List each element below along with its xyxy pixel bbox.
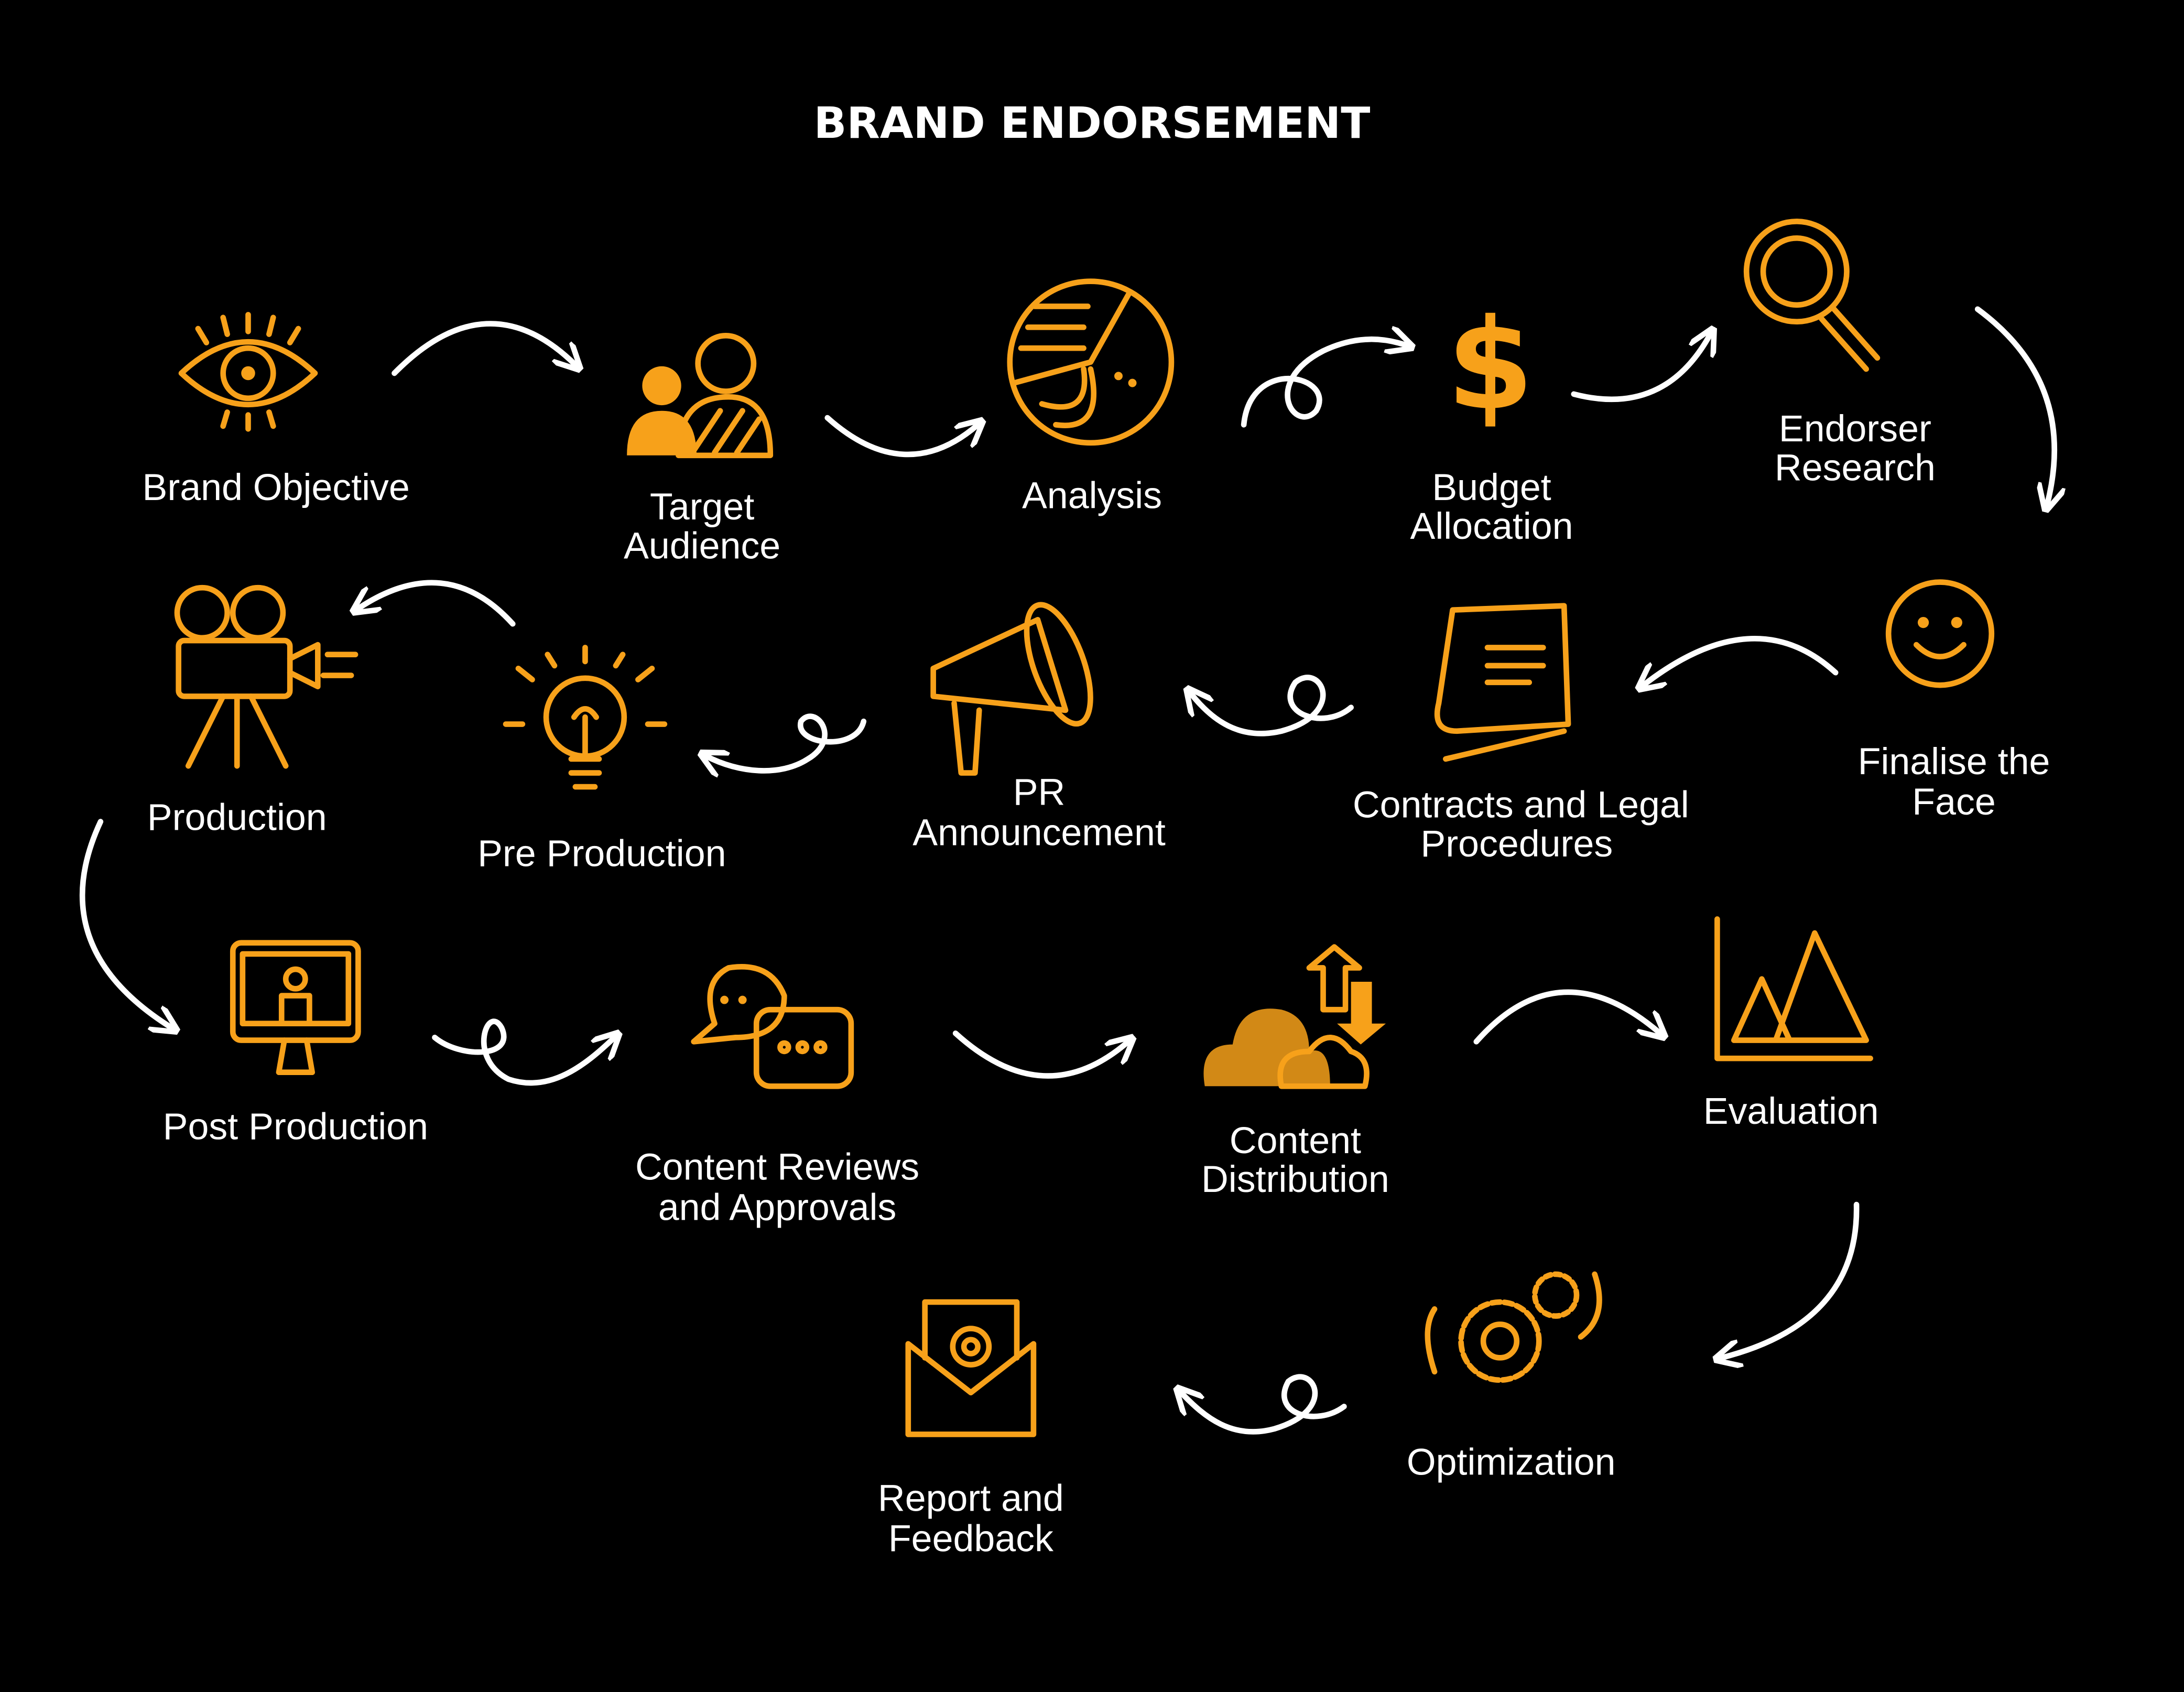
step-label: and Approvals xyxy=(658,1186,897,1228)
mountain-chart-icon xyxy=(1714,916,1873,1061)
step-label: Target xyxy=(650,486,754,528)
step-label: Content Reviews xyxy=(635,1146,919,1188)
step-label: Feedback xyxy=(888,1518,1053,1560)
cloud-upload-icon xyxy=(1203,944,1386,1089)
pie-chart-icon xyxy=(1007,278,1175,446)
arrow-6 xyxy=(1644,636,1839,685)
step-label: PR xyxy=(1013,772,1066,814)
arrow-3 xyxy=(1241,339,1407,428)
arrow-14 xyxy=(1721,1201,1860,1358)
magnifier-icon xyxy=(1743,219,1881,372)
step-label: Content xyxy=(1230,1120,1361,1162)
step-label: Endorser xyxy=(1779,408,1931,450)
svg-text:$: $ xyxy=(1447,292,1534,438)
dollar-icon: $ xyxy=(1447,292,1534,438)
step-label: Pre Production xyxy=(477,833,726,875)
monitor-icon xyxy=(230,940,361,1076)
arrow-12 xyxy=(952,1031,1128,1079)
step-label: Production xyxy=(147,796,327,838)
arrow-1 xyxy=(392,321,575,376)
arrow-15 xyxy=(1181,1374,1347,1435)
step-label: Finalise the xyxy=(1858,741,2050,783)
arrow-9 xyxy=(358,580,516,627)
eye-icon xyxy=(178,312,318,432)
step-label: Analysis xyxy=(1022,475,1162,517)
arrow-2 xyxy=(824,415,978,458)
step-label: Report and xyxy=(878,1478,1064,1520)
diagram-title: BRAND ENDORSEMENT xyxy=(814,99,1371,148)
step-label: Audience xyxy=(624,525,780,567)
gears-icon xyxy=(1425,1271,1602,1383)
step-label: Contracts and Legal xyxy=(1353,784,1689,826)
step-label: Post Production xyxy=(163,1105,428,1147)
step-label: Procedures xyxy=(1420,823,1613,865)
step-label: Allocation xyxy=(1410,505,1573,547)
step-labels: Brand Objective Target Audience Analysis… xyxy=(142,408,2050,1559)
arrow-5 xyxy=(1974,306,2055,504)
lightbulb-icon xyxy=(503,645,668,790)
step-label: Announcement xyxy=(912,812,1166,854)
contract-icon xyxy=(1434,603,1571,762)
people-icon xyxy=(627,332,774,459)
arrow-7 xyxy=(1191,675,1354,736)
step-label: Distribution xyxy=(1201,1158,1389,1200)
arrow-4 xyxy=(1571,334,1710,403)
arrow-8 xyxy=(707,713,867,771)
chat-bubbles-icon xyxy=(691,963,854,1089)
step-label: Optimization xyxy=(1407,1441,1616,1483)
step-label: Face xyxy=(1912,781,1995,823)
smiley-icon xyxy=(1885,579,1995,688)
step-label: Evaluation xyxy=(1703,1090,1879,1132)
email-icon xyxy=(905,1299,1037,1437)
step-label: Budget xyxy=(1432,467,1551,508)
flow-arrows xyxy=(79,306,2055,1435)
arrow-13 xyxy=(1473,989,1660,1045)
arrow-10 xyxy=(79,819,171,1028)
film-camera-icon xyxy=(174,584,358,769)
arrow-11 xyxy=(432,1018,614,1086)
step-label: Brand Objective xyxy=(142,467,409,508)
step-label: Research xyxy=(1775,447,1936,489)
